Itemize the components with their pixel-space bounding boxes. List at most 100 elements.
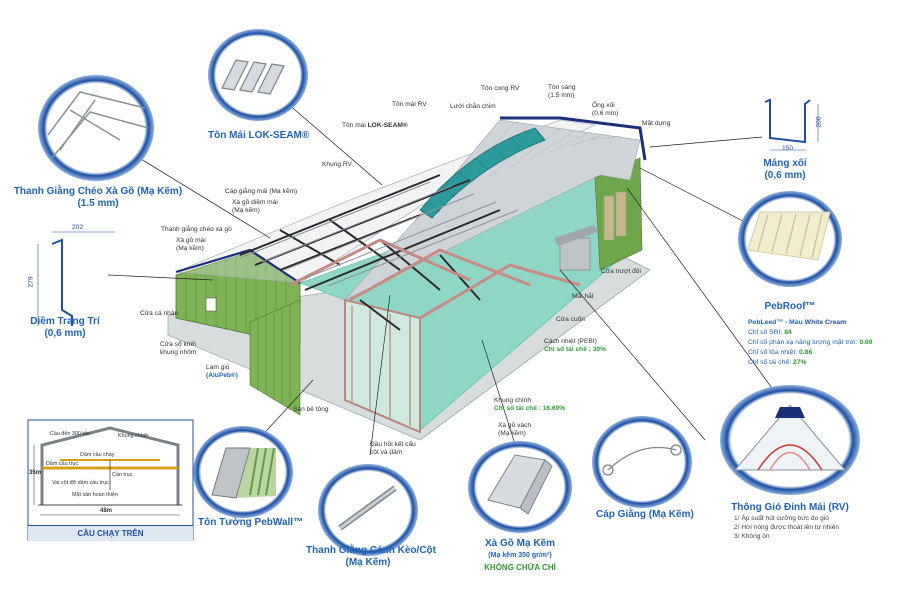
crane-label-height: 35m [29,470,42,476]
label-ton-mai-lokseam: Tôn mái LOK-SEAM® [342,122,408,130]
caption-lokseam: Tôn Mái LOK-SEAM® [208,130,310,141]
caption-xa-go-ma-kem-sub: (Mạ kẽm 350 gr/m²) [488,552,552,559]
main-frame-panel [344,298,421,434]
caption-mang-xoi-sub: (0,6 mm) [764,170,806,181]
pebroof-line5: Chỉ số tái chế: 27% [748,358,873,368]
diem-dim-top: 202 [72,224,84,231]
pebroof-line1-color: White Cream [804,319,847,326]
crane-label-width: 48m [100,508,113,514]
label-cach-nhiet-text: Cách nhiệt (PEBI) [544,338,597,345]
label-cua-truot-doi: Cửa trượt đôi [601,268,641,275]
label-ong-xoi: Ống xối(0.6 mm) [592,102,618,118]
label-khung-chinh-text: Khung chính [494,397,532,404]
label-khung-chinh-recycle: Chỉ số tái chế : 16.69% [494,405,566,412]
callout-pebroof [738,191,842,287]
ridge-flashing [500,116,647,161]
label-xa-go-vach: Xà gồ vách(Mạ kẽm) [498,422,531,438]
label-ton-mai-lokseam-brand: LOK-SEAM® [367,122,408,129]
caption-xa-go-ma-kem-title: Xà Gồ Mạ Kẽm [484,538,556,549]
callout-galvanized-purlin [468,441,572,533]
rv-note: 1/ Áp suất hút cưỡng bức do gió [734,515,829,522]
caption-diem-trang-tri-title: Diềm Trang Trí [30,316,100,327]
label-xa-go-vach-text: Xà gồ vách [498,422,531,429]
pebroof-line4-label: Chỉ số tỏa nhiệt: [748,349,800,356]
rv-notes: 1/ Áp suất hút cưỡng bức do gió 2/ Hơi n… [734,514,839,541]
label-ton-sang-text: Tôn sáng [548,84,576,91]
pebroof-line2: Chỉ số SRI: 84 [748,328,873,338]
gutter-profile-drawing [764,98,819,151]
building [167,116,651,441]
label-khung-rv: Khung RV [322,161,352,168]
crane-label-dam-cau-chay: Dầm cầu chạy [80,452,115,458]
label-cua-ca-nhan: Cửa cá nhân [140,310,179,317]
crane-label-can-truc: Cần trục [112,472,133,478]
crane-diagram [27,419,194,541]
label-xa-go-diem-mai-sub: (Mạ kẽm) [232,207,260,214]
crane-label-cau-den: Cầu đến 300 tấn [50,431,90,437]
pebroof-line5-value: 27% [792,359,807,366]
label-xa-go-diem-mai: Xà gồ diềm mái(Mạ kẽm) [232,199,278,215]
label-dau-hoi-sub: cột và dầm [370,449,403,456]
label-cua-so-kinh-sub: khung nhôm [160,349,197,356]
label-ong-xoi-text: Ống xối [592,102,615,109]
side-wall-green [249,299,301,416]
label-xa-go-mai-text: Xà gồ mái [176,237,206,244]
label-cua-so-kinh-text: Cửa sổ kính [160,341,196,348]
callout-ridge-vent [720,385,860,495]
crane-label-dam-cau-truc: Dầm cầu trục [46,461,79,467]
pebroof-line3-label: Chỉ số phản xạ năng lượng mặt trời: [748,339,860,346]
caption-thong-gio: Thông Gió Đỉnh Mái (RV) [731,502,849,513]
rv-note: 3/ Không ồn [734,533,770,540]
callout-lokseam [208,29,308,121]
pebroof-line3-value: 0.69 [859,339,873,346]
caption-thanh-giang-canh-sub: (Mạ Kẽm) [345,557,391,568]
pebroof-info: PebLeed™ - Màu White Cream Chỉ số SRI: 8… [748,318,873,368]
label-ton-sang: Tôn sáng(1.5 mm) [548,84,576,100]
caption-pebroof: PebRoof™ [764,301,816,312]
label-ton-cong: Tôn cong RV [481,85,520,92]
caption-cap-giang: Cáp Giằng (Mạ Kẽm) [596,509,694,520]
pebroof-line5-label: Chỉ số tái chế: [748,359,793,366]
caption-xa-go-ma-kem-note: KHÔNG CHỨA CHÌ [484,563,556,572]
pebroof-line1: PebLeed™ - Màu White Cream [748,318,873,328]
pebroof-line1-prefix: PebLeed™ - Màu [748,319,805,326]
pebroof-line4-value: 0.86 [799,349,813,356]
trim-profile-drawing [37,231,115,326]
label-cua-cuon: Cửa cuốn [556,316,585,323]
label-thanh-giang-cheo-xa-go: Thanh giằng chéo xà gồ [161,226,232,233]
label-ton-sang-thickness: (1.5 mm) [548,92,575,99]
caption-thanh-giang-cheo: Thanh Giằng Chéo Xà Gồ (Mạ Kẽm)(1.5 mm) [10,186,186,210]
crane-title: CẦU CHẠY TRÊN [28,525,193,541]
pebroof-line2-value: 84 [784,329,792,336]
pebroof-line3: Chỉ số phản xạ năng lượng mặt trời: 0.69 [748,338,873,348]
pebroof-line2-label: Chỉ số SRI: [748,329,785,336]
label-ton-mai-lokseam-prefix: Tôn mái [342,122,368,129]
label-cach-nhiet-recycle: Chỉ số tái chế : 30% [544,346,606,353]
label-mat-dung: Mặt dựng [642,120,671,127]
label-lam-gio: Lam gió(AluPeb®) [206,364,238,380]
rv-note: 2/ Hơi nóng được thoát lên tự nhiên [734,524,840,531]
callout-pebwall [193,426,293,518]
label-xa-go-diem-mai-text: Xà gồ diềm mái [232,199,278,206]
label-xa-go-vach-sub: (Mạ kẽm) [498,430,526,437]
label-xa-go-mai: Xà gồ mái(Mạ kẽm) [176,237,206,253]
label-lam-gio-brand: (AluPeb®) [206,372,238,379]
caption-thanh-giang-canh: Thanh Giằng Cánh Kèo/Cột(Mạ Kẽm) [306,545,436,569]
crane-label-khung-chinh: Khung chính [118,433,149,439]
diem-dim-side: 279 [27,276,35,288]
label-ton-mai-rv: Tôn mái RV [392,101,427,108]
label-lam-gio-text: Lam gió [206,364,230,371]
callout-diagonal-bracing [38,75,154,181]
caption-pebwall: Tôn Tường PebWall™ [198,517,304,528]
mang-dim-bottom: 150 [782,145,794,152]
caption-mang-xoi: Máng xối(0,6 mm) [755,158,815,182]
label-cap-giang-mai: Cáp giằng mái (Mạ kẽm) [225,188,298,195]
caption-thanh-giang-cheo-title: Thanh Giằng Chéo Xà Gồ (Mạ Kẽm) [13,186,183,197]
roof-right-slope [344,119,641,301]
label-ong-xoi-thickness: (0.6 mm) [592,110,619,117]
pebroof-line4: Chỉ số tỏa nhiệt: 0.86 [748,348,873,358]
caption-xa-go-ma-kem: Xà Gồ Mạ Kẽm (Mạ kẽm 350 gr/m²) KHÔNG CHỨA… [470,538,570,574]
